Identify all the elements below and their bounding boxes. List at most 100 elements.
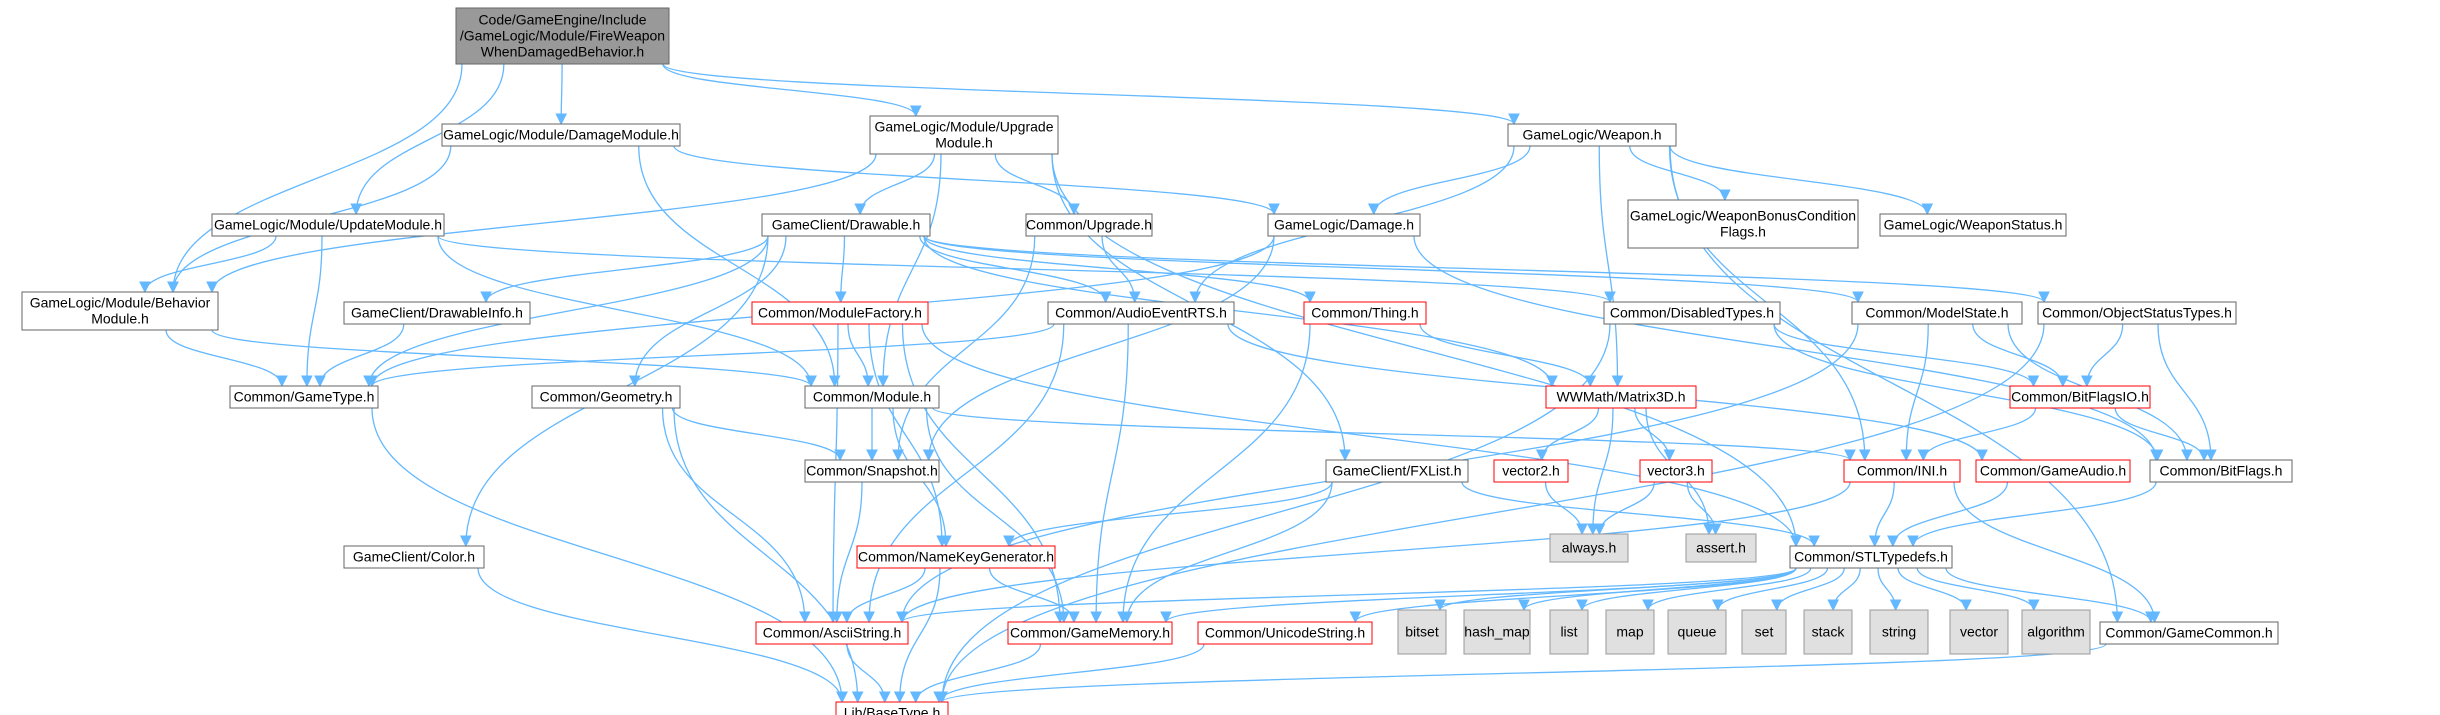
node-box bbox=[1397, 609, 1447, 655]
node-label: Common/Thing.h bbox=[1311, 304, 1418, 320]
node-label: always.h bbox=[1562, 539, 1616, 555]
node-label: Common/ObjectStatusTypes.h bbox=[2042, 304, 2232, 320]
node-box bbox=[755, 621, 909, 645]
node-bitflags[interactable]: Common/BitFlags.h bbox=[2149, 459, 2293, 483]
node-label: GameLogic/Module/Upgrade bbox=[875, 118, 1054, 134]
node-drawable[interactable]: GameClient/Drawable.h bbox=[761, 213, 931, 237]
node-modelstate[interactable]: Common/ModelState.h bbox=[1851, 301, 2023, 325]
edge-namekeygenerator-to-basetype bbox=[893, 567, 941, 704]
edge-stltypedefs-to-hash_map bbox=[1518, 567, 1797, 612]
node-root: Code/GameEngine/Include/GameLogic/Module… bbox=[455, 7, 670, 65]
edge-drawable-to-thing bbox=[923, 235, 1316, 304]
edge-audioeventrts-to-gamememory bbox=[1090, 323, 1129, 624]
node-bitflagsio[interactable]: Common/BitFlagsIO.h bbox=[2009, 385, 2151, 409]
edge-stltypedefs-to-map bbox=[1642, 567, 1812, 612]
node-damagemodule[interactable]: GameLogic/Module/DamageModule.h bbox=[441, 123, 681, 147]
edge-drawableinfo-to-gametype bbox=[314, 323, 405, 388]
node-disabledtypes[interactable]: Common/DisabledTypes.h bbox=[1603, 301, 1781, 325]
node-drawableinfo[interactable]: GameClient/DrawableInfo.h bbox=[343, 301, 531, 325]
node-box bbox=[441, 123, 681, 147]
edge-vector2-to-always bbox=[1544, 481, 1588, 536]
edge-weapon-to-weaponstatus bbox=[1669, 145, 1934, 216]
node-gametype[interactable]: Common/GameType.h bbox=[229, 385, 379, 409]
node-basetype[interactable]: Lib/BaseType.h bbox=[835, 701, 949, 715]
node-namekeygenerator[interactable]: Common/NameKeyGenerator.h bbox=[856, 545, 1056, 569]
node-bitset: bitset bbox=[1397, 609, 1447, 655]
node-label: Common/AsciiString.h bbox=[763, 624, 902, 640]
node-box bbox=[2009, 385, 2151, 409]
edge-damagemodule-to-damage bbox=[673, 145, 1280, 216]
edge-stltypedefs-to-stack bbox=[1827, 567, 1861, 612]
node-weapon[interactable]: GameLogic/Weapon.h bbox=[1507, 123, 1677, 147]
node-vector: vector bbox=[1949, 609, 2009, 655]
node-box bbox=[1605, 609, 1655, 655]
edge-stltypedefs-to-bitset bbox=[1434, 567, 1797, 612]
edge-weapon-to-matrix3d bbox=[1598, 145, 1624, 388]
edge-stltypedefs-to-gamecommon bbox=[1945, 567, 2157, 624]
edge-drawable-to-gametype bbox=[363, 235, 769, 388]
edge-drawable-to-geometry bbox=[628, 235, 787, 388]
edge-root-to-upgrademodule bbox=[662, 63, 922, 118]
node-weaponstatus[interactable]: GameLogic/WeaponStatus.h bbox=[1879, 213, 2067, 237]
edge-disabledtypes-to-bitflags bbox=[1773, 323, 2164, 462]
edge-matrix3d-to-vector2 bbox=[1535, 407, 1600, 462]
node-ini[interactable]: Common/INI.h bbox=[1843, 459, 1961, 483]
node-damage[interactable]: GameLogic/Damage.h bbox=[1267, 213, 1421, 237]
node-label: hash_map bbox=[1464, 623, 1530, 639]
node-updatemodule[interactable]: GameLogic/Module/UpdateModule.h bbox=[211, 213, 445, 237]
edge-stltypedefs-to-list bbox=[1576, 567, 1797, 612]
edge-root-to-damagemodule bbox=[555, 63, 568, 126]
edge-color-to-basetype bbox=[477, 567, 848, 704]
node-module[interactable]: Common/Module.h bbox=[804, 385, 940, 409]
edge-damage-to-bitflags bbox=[1413, 235, 2162, 462]
node-label: map bbox=[1616, 623, 1643, 639]
edge-drawable-to-modelstate bbox=[923, 235, 1864, 304]
edge-fxlist-to-stltypedefs bbox=[1461, 481, 1820, 548]
edge-drawable-to-drawableinfo bbox=[480, 235, 769, 304]
node-box bbox=[1789, 545, 1953, 569]
node-fxlist[interactable]: GameClient/FXList.h bbox=[1325, 459, 1469, 483]
node-label: GameClient/Drawable.h bbox=[772, 216, 921, 232]
node-label: WhenDamagedBehavior.h bbox=[481, 43, 644, 59]
node-modulefactory[interactable]: Common/ModuleFactory.h bbox=[751, 301, 929, 325]
node-gamecommon[interactable]: Common/GameCommon.h bbox=[2099, 621, 2279, 645]
node-audioeventrts[interactable]: Common/AudioEventRTS.h bbox=[1047, 301, 1235, 325]
node-vector3[interactable]: vector3.h bbox=[1639, 459, 1713, 483]
node-objectstatustypes[interactable]: Common/ObjectStatusTypes.h bbox=[2037, 301, 2237, 325]
node-asciistring[interactable]: Common/AsciiString.h bbox=[755, 621, 909, 645]
node-geometry[interactable]: Common/Geometry.h bbox=[531, 385, 681, 409]
node-unicodestring[interactable]: Common/UnicodeString.h bbox=[1197, 621, 1373, 645]
node-matrix3d[interactable]: WWMath/Matrix3D.h bbox=[1545, 385, 1697, 409]
node-label: Common/Snapshot.h bbox=[806, 462, 938, 478]
node-box bbox=[1869, 609, 1929, 655]
node-box bbox=[1603, 301, 1781, 325]
edge-root-to-updatemodule bbox=[350, 63, 505, 216]
node-always: always.h bbox=[1549, 533, 1629, 563]
edge-updatemodule-to-behaviormodule bbox=[139, 235, 277, 294]
node-stltypedefs[interactable]: Common/STLTypedefs.h bbox=[1789, 545, 1953, 569]
node-label: Common/BitFlags.h bbox=[2160, 462, 2283, 478]
edge-ini-to-gamecommon bbox=[1953, 481, 2161, 624]
edge-module-to-gamememory bbox=[925, 407, 1070, 624]
node-thing[interactable]: Common/Thing.h bbox=[1303, 301, 1427, 325]
edge-upgrademodule-to-behaviormodule bbox=[206, 153, 877, 294]
node-box bbox=[2099, 621, 2279, 645]
node-gameaudio[interactable]: Common/GameAudio.h bbox=[1975, 459, 2131, 483]
edge-root-to-behaviormodule bbox=[167, 63, 463, 294]
node-gamememory[interactable]: Common/GameMemory.h bbox=[1007, 621, 1173, 645]
node-box bbox=[835, 701, 949, 715]
node-vector2[interactable]: vector2.h bbox=[1493, 459, 1569, 483]
node-color[interactable]: GameClient/Color.h bbox=[343, 545, 485, 569]
node-label: /GameLogic/Module/FireWeapon bbox=[460, 27, 665, 43]
node-label: Common/NameKeyGenerator.h bbox=[858, 548, 1054, 564]
node-snapshot[interactable]: Common/Snapshot.h bbox=[804, 459, 940, 483]
node-box bbox=[343, 301, 531, 325]
edge-ini-to-stltypedefs bbox=[1868, 481, 1895, 548]
node-upgrade[interactable]: Common/Upgrade.h bbox=[1025, 213, 1153, 237]
node-box bbox=[1843, 459, 1961, 483]
node-label: Code/GameEngine/Include bbox=[478, 11, 646, 27]
edge-stltypedefs-to-queue bbox=[1712, 567, 1829, 612]
